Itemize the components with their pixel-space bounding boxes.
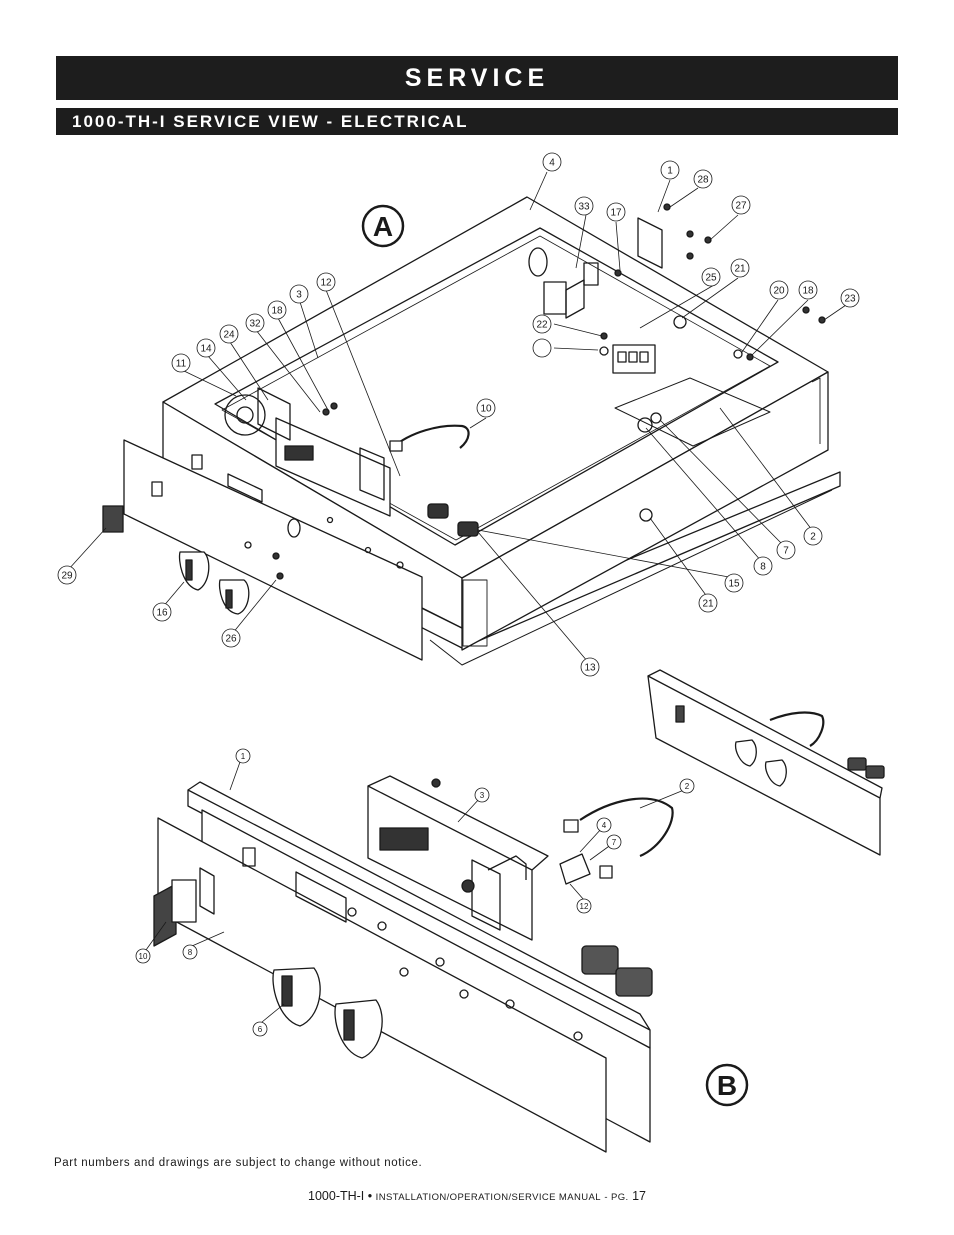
view-a-letter: A xyxy=(373,211,393,242)
callout-number: 28 xyxy=(697,175,709,186)
callout-bubble: 26 xyxy=(221,628,241,648)
view-b-leader-lines xyxy=(145,761,685,1023)
callout-number: 16 xyxy=(156,608,168,619)
callout-bubble: 2 xyxy=(803,526,823,546)
callout-number: 20 xyxy=(773,286,785,297)
callout-bubble: 12 xyxy=(576,898,592,914)
view-a-callouts: 4 1 28 27 33 17 21 25 20 18 23 22 3333 1… xyxy=(57,152,860,677)
callout-bubble: 27 xyxy=(731,195,751,215)
callout-bubble: 11 xyxy=(171,353,191,373)
callout-bubble: 22 xyxy=(532,314,552,334)
callout-bubble: 32 xyxy=(245,313,265,333)
callout-bubble: 3 xyxy=(474,787,490,803)
callout-bubble: 8 xyxy=(182,944,198,960)
view-b-marker: B xyxy=(705,1063,749,1107)
callout-number: 3 xyxy=(480,791,485,800)
callout-number: 1 xyxy=(667,166,673,177)
callout-bubble: 24 xyxy=(219,324,239,344)
callout-number: 11 xyxy=(176,359,187,370)
callout-number: 21 xyxy=(702,599,714,610)
callout-bubble: 7 xyxy=(606,834,622,850)
callout-bubble: 4 xyxy=(596,817,612,833)
callout-number: 12 xyxy=(320,278,332,289)
callout-number: 18 xyxy=(271,306,283,317)
callout-bubble: 3 xyxy=(289,284,309,304)
view-b-letter: B xyxy=(717,1070,737,1101)
view-b-callouts: 1 3 2 4 7 12 10 8 6 xyxy=(135,748,695,1037)
callout-bubble: 21 xyxy=(730,258,750,278)
callout-bubble: 13 xyxy=(580,657,600,677)
footer-model: 1000-TH-I xyxy=(308,1189,365,1203)
callout-bubble: 21 xyxy=(698,593,718,613)
callout-number: 1 xyxy=(241,752,246,761)
callout-number: 22 xyxy=(536,320,548,331)
view-b-panel-drawing xyxy=(145,669,885,1153)
callout-number: 14 xyxy=(200,344,212,355)
callout-number: 4 xyxy=(549,158,555,169)
callout-bubble: 23 xyxy=(840,288,860,308)
footer-manual-title: INSTALLATION/OPERATION/SERVICE MANUAL xyxy=(375,1192,601,1203)
callout-number: 7 xyxy=(783,546,789,557)
callout-bubble: 6 xyxy=(252,1021,268,1037)
callout-bubble: 10 xyxy=(135,948,151,964)
callout-number: 7 xyxy=(612,838,617,847)
page-footer: 1000-TH-I • INSTALLATION/OPERATION/SERVI… xyxy=(0,1189,954,1203)
callout-number: 3 xyxy=(296,290,302,301)
view-a-leader-lines xyxy=(67,171,847,663)
callout-number: 2 xyxy=(685,782,690,791)
callout-bubble: 14 xyxy=(196,338,216,358)
callout-bubble: 7 xyxy=(776,540,796,560)
callout-bubble: 15 xyxy=(724,573,744,593)
footer-page-prefix: - PG. xyxy=(604,1192,629,1203)
callout-number: 24 xyxy=(223,330,235,341)
callout-bubble: 12 xyxy=(316,272,336,292)
callout-bubble: 18 xyxy=(267,300,287,320)
callout-bubble: 2 xyxy=(679,778,695,794)
change-notice: Part numbers and drawings are subject to… xyxy=(54,1157,423,1169)
callout-number: 15 xyxy=(728,579,740,590)
callout-number: 32 xyxy=(249,319,261,330)
callout-bubble: 29 xyxy=(57,565,77,585)
callout-number: 27 xyxy=(735,201,747,212)
callout-number: 25 xyxy=(705,273,717,284)
view-title: 1000-TH-I SERVICE VIEW - ELECTRICAL xyxy=(72,111,469,131)
footer-bullet: • xyxy=(367,1189,373,1203)
callout-number: 4 xyxy=(602,821,607,830)
callout-number: 13 xyxy=(584,663,596,674)
callout-number: 10 xyxy=(139,952,148,961)
callout-bubble: 10 xyxy=(476,398,496,418)
callout-bubble: 4 xyxy=(542,152,562,172)
view-a-cabinet-drawing xyxy=(67,171,847,666)
callout-bubble: 17 xyxy=(606,202,626,222)
callout-bubble: 16 xyxy=(152,602,172,622)
callout-number: 29 xyxy=(61,571,73,582)
callout-number: 26 xyxy=(225,634,237,645)
callout-number: 6 xyxy=(258,1025,263,1034)
callout-number: 8 xyxy=(188,948,193,957)
callout-bubble: 8 xyxy=(753,556,773,576)
view-a-marker: A xyxy=(361,204,405,248)
callout-bubble: 20 xyxy=(769,280,789,300)
callout-bubble: 1 xyxy=(660,160,680,180)
callout-bubble: 28 xyxy=(693,169,713,189)
callout-bubble: 18 xyxy=(798,280,818,300)
callout-bubble: 33 xyxy=(574,196,594,216)
callout-number: 17 xyxy=(610,208,622,219)
callout-number: 2 xyxy=(810,532,816,543)
callout-bubble: 1 xyxy=(235,748,251,764)
callout-bubble: 3333 xyxy=(532,338,552,358)
callout-number: 21 xyxy=(734,264,746,275)
callout-number: 10 xyxy=(480,404,492,415)
callout-number: 23 xyxy=(844,294,856,305)
section-title: SERVICE xyxy=(404,63,550,92)
footer-page-number: 17 xyxy=(632,1189,646,1203)
view-banner: 1000-TH-I SERVICE VIEW - ELECTRICAL xyxy=(56,108,898,135)
callout-number: 18 xyxy=(802,286,814,297)
callout-number: 8 xyxy=(760,562,766,573)
callout-number: 33 xyxy=(578,202,590,213)
callout-bubble: 25 xyxy=(701,267,721,287)
callout-number: 12 xyxy=(580,902,589,911)
section-banner: SERVICE xyxy=(56,56,898,100)
